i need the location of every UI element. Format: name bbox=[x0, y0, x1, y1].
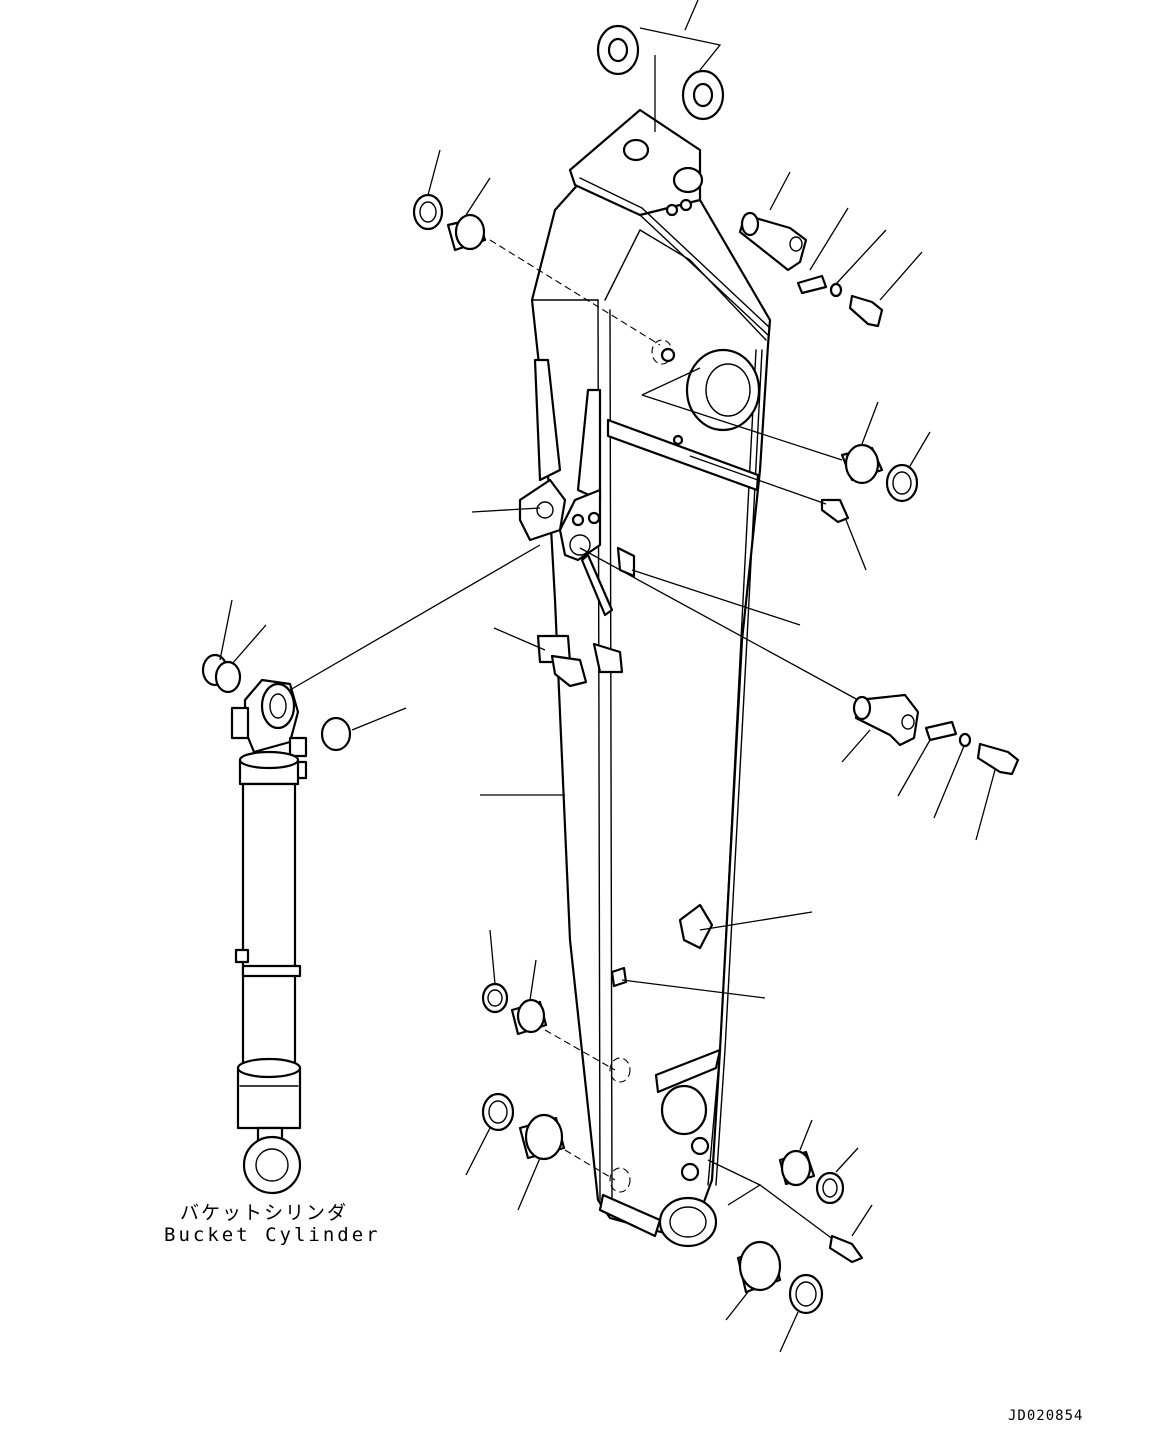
mid-right-bushing bbox=[641, 367, 931, 571]
right-lower-bushings bbox=[707, 1119, 873, 1353]
leader-lines bbox=[471, 507, 813, 999]
drawing-number: JD020854 bbox=[1008, 1408, 1084, 1424]
top-right-pin-set bbox=[738, 171, 923, 328]
cylinder-label-jp: バケットシリンダ bbox=[180, 1202, 349, 1224]
top-left-bushing bbox=[412, 149, 661, 346]
left-lower-bushings bbox=[465, 929, 616, 1211]
top-shims bbox=[596, 0, 725, 132]
cylinder-label-en: Bucket Cylinder bbox=[164, 1224, 381, 1246]
bucket-cylinder bbox=[201, 544, 541, 1195]
hose-clamp-parts bbox=[536, 546, 636, 688]
lower-right-pin-set bbox=[579, 547, 1020, 841]
link-bracket bbox=[518, 358, 614, 617]
